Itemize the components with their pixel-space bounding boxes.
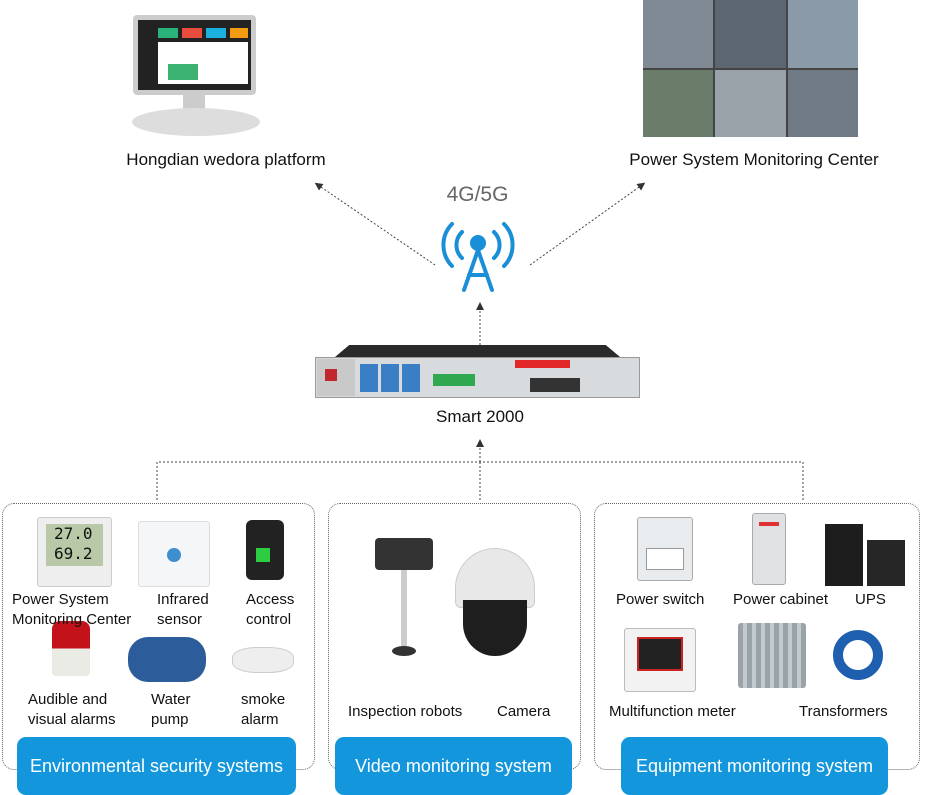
item-alarms: Audible and visual alarms xyxy=(28,691,116,728)
alarm-light-icon xyxy=(52,621,90,676)
video-system-label: Video monitoring system xyxy=(335,737,572,795)
arrow-to-center xyxy=(529,182,646,266)
item-power-cabinet: Power cabinet xyxy=(733,591,829,608)
center-label: Power System Monitoring Center xyxy=(629,150,879,169)
power-switch-icon xyxy=(637,517,693,581)
environmental-systems-label: Environmental security systems xyxy=(17,737,296,795)
current-transformer-icon xyxy=(833,630,883,680)
item-camera: Camera xyxy=(497,703,551,720)
water-pump-icon xyxy=(128,637,206,682)
item-infrared-sensor: Infrared sensor xyxy=(157,591,209,628)
inspection-robot-icon xyxy=(375,538,433,658)
infrared-sensor-icon xyxy=(138,521,210,587)
thermo-hygrometer-icon: 27.0 69.2 xyxy=(37,517,112,587)
temperature-reading: 27.0 xyxy=(54,524,93,543)
item-multifunction-meter: Multifunction meter xyxy=(609,703,736,720)
smoke-alarm-icon xyxy=(232,647,294,673)
multifunction-meter-icon xyxy=(624,628,696,692)
item-water-pump: Water pump xyxy=(151,691,191,728)
item-power-switch: Power switch xyxy=(616,591,705,608)
network-label: 4G/5G xyxy=(446,183,509,206)
item-access-control: Access control xyxy=(246,591,295,628)
monitor-icon xyxy=(133,15,256,95)
item-smoke-alarm: smoke alarm xyxy=(241,691,286,728)
transformer-icon xyxy=(738,623,806,688)
platform-label: Hongdian wedora platform xyxy=(126,150,326,169)
ups-icon xyxy=(825,524,905,586)
device-label: Smart 2000 xyxy=(436,407,524,426)
cell-tower-icon xyxy=(441,222,515,292)
item-inspection-robots: Inspection robots xyxy=(348,703,463,720)
gateway-device-icon xyxy=(315,345,640,398)
video-wall-icon xyxy=(643,0,858,137)
dome-camera-icon xyxy=(455,538,535,656)
humidity-reading: 69.2 xyxy=(54,544,93,563)
access-control-icon xyxy=(246,520,284,580)
arrow-to-platform xyxy=(314,182,436,266)
item-ups: UPS xyxy=(855,591,886,608)
item-monitoring-center: Power System Monitoring Center xyxy=(12,591,132,628)
power-cabinet-icon xyxy=(752,513,786,585)
equipment-system-label: Equipment monitoring system xyxy=(621,737,888,795)
item-transformers: Transformers xyxy=(799,703,888,720)
